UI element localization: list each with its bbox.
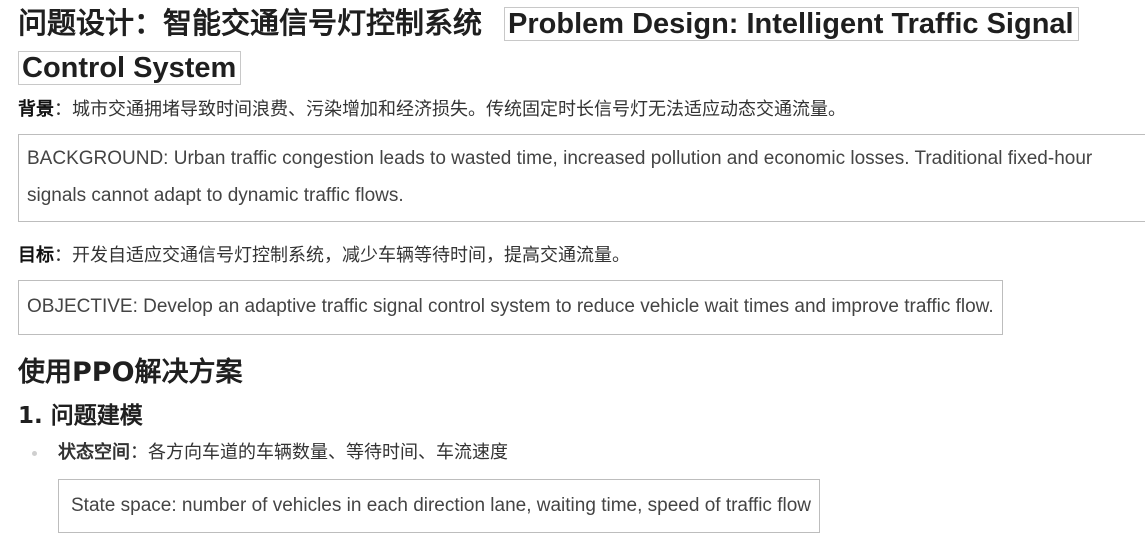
state-space-colon: ： xyxy=(130,442,148,463)
title-chinese: 问题设计：智能交通信号灯控制系统 xyxy=(18,6,483,40)
solution-heading: 使用PPO解决方案 xyxy=(18,357,243,388)
objective-text: 开发自适应交通信号灯控制系统，减少车辆等待时间，提高交通流量。 xyxy=(72,245,630,266)
objective-paragraph: 目标：开发自适应交通信号灯控制系统，减少车辆等待时间，提高交通流量。 xyxy=(18,242,1145,270)
objective-colon: ： xyxy=(54,245,72,266)
modeling-list: 状态空间：各方向车道的车辆数量、等待时间、车流速度 xyxy=(18,439,1145,467)
problem-modeling-heading: 1. 问题建模 xyxy=(18,403,143,429)
title-english: Problem Design: Intelligent Traffic Sign… xyxy=(18,7,1079,85)
background-paragraph: 背景：城市交通拥堵导致时间浪费、污染增加和经济损失。传统固定时长信号灯无法适应动… xyxy=(18,96,1145,124)
background-label: 背景 xyxy=(18,99,54,120)
state-space-text: 各方向车道的车辆数量、等待时间、车流速度 xyxy=(148,442,508,463)
objective-translation-box: OBJECTIVE: Develop an adaptive traffic s… xyxy=(18,280,1003,335)
bullet-dot-icon xyxy=(32,451,37,456)
background-colon: ： xyxy=(54,99,72,120)
state-space-translation-box: State space: number of vehicles in each … xyxy=(58,479,820,533)
state-space-label: 状态空间 xyxy=(58,442,130,463)
background-text: 城市交通拥堵导致时间浪费、污染增加和经济损失。传统固定时长信号灯无法适应动态交通… xyxy=(72,99,846,120)
objective-label: 目标 xyxy=(18,245,54,266)
list-item: 状态空间：各方向车道的车辆数量、等待时间、车流速度 xyxy=(18,439,1145,467)
background-translation-box: BACKGROUND: Urban traffic congestion lea… xyxy=(18,134,1145,222)
